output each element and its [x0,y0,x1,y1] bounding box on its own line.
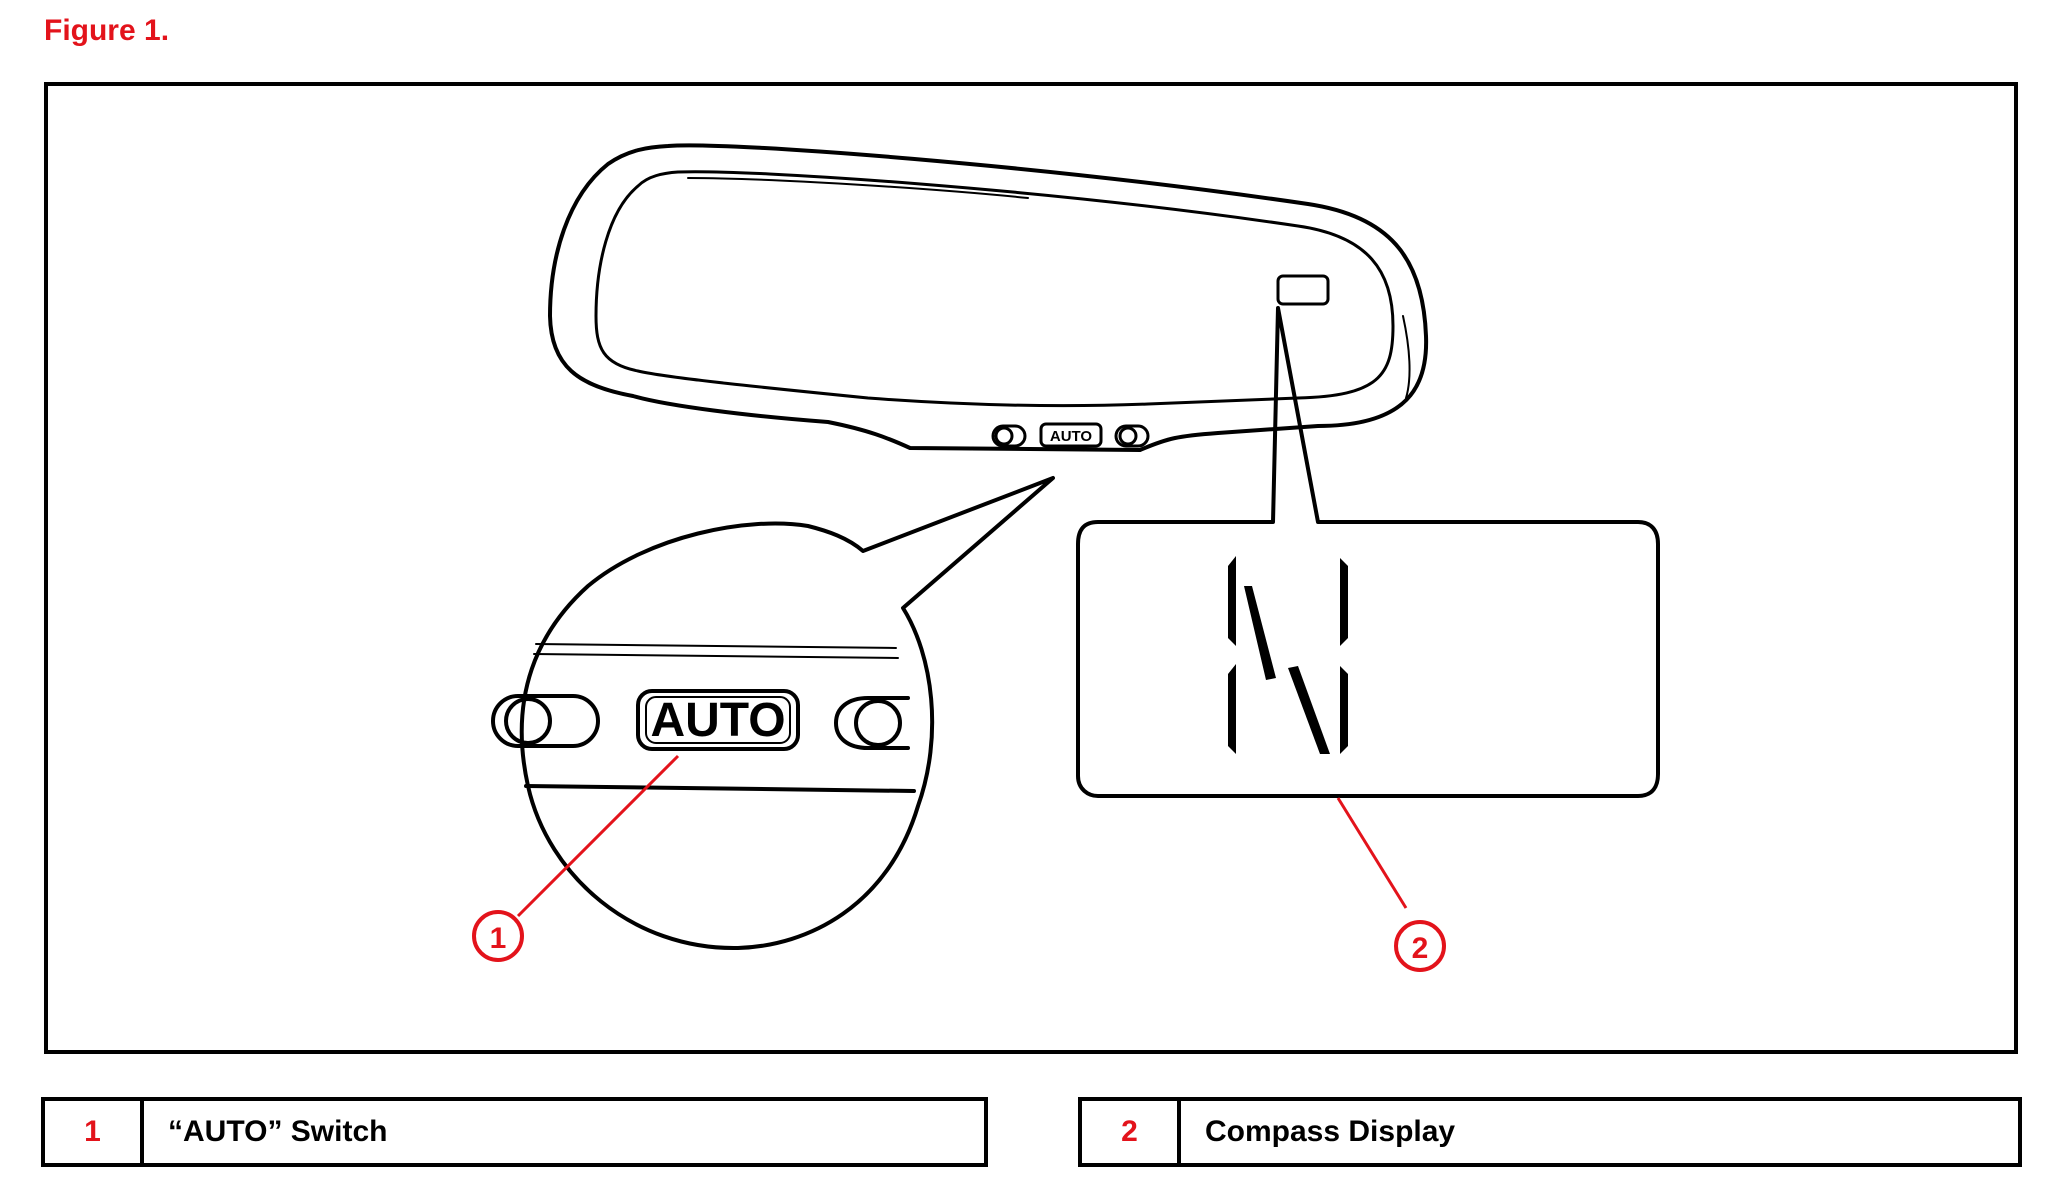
zoom-auto-switch [636,689,800,751]
callout-1-marker: 1 [472,910,524,962]
zoom-left-switch-knob [504,697,552,745]
compass-letter: N [48,86,49,87]
legend-number-2: 2 [1082,1101,1181,1163]
mirror-diagram: AUTO AUTO N 1 2 [48,86,1660,972]
callout-2-marker: 2 [1394,920,1446,972]
mirror-compass-window [1276,274,1330,306]
mirror-side-highlight [1402,315,1411,399]
zoom-right-switch [834,696,910,750]
legend-item-2: 2 Compass Display [1078,1097,2022,1167]
zoom-top-line-2 [533,653,899,659]
diagram-frame: AUTO AUTO N 1 2 [44,82,2018,1054]
legend-label-2: Compass Display [1205,1115,1456,1148]
mirror-outer-outline [548,143,1429,452]
zoom-bubble-outline [519,476,1055,951]
legend-label-1: “AUTO” Switch [168,1115,388,1148]
compass-n-segments [1228,556,1348,754]
callout-1-leader [516,754,680,918]
legend-item-1: 1 “AUTO” Switch [41,1097,988,1167]
mirror-inner-outline [594,170,1395,408]
compass-box-outline [1076,306,1660,798]
legend-number-1: 1 [45,1101,144,1163]
zoom-auto-switch-inner [645,696,791,744]
zoom-auto-text: AUTO [650,694,785,747]
mirror-auto-switch [1039,422,1103,448]
mirror-auto-text: AUTO [1050,428,1093,445]
zoom-top-line-1 [535,643,897,649]
callout-1-number: 1 [490,922,507,955]
figure-title: Figure 1. [44,14,170,47]
zoom-left-switch [491,694,600,748]
mirror-left-switch [991,424,1027,448]
callout-2-leader [1336,797,1408,909]
mirror-glass-highlight [687,177,1029,199]
callout-2-number: 2 [1412,932,1429,965]
mirror-right-switch [1114,424,1150,448]
zoom-bottom-line [524,784,916,793]
mirror-left-switch-knob [994,426,1014,446]
zoom-right-switch-knob [854,699,902,747]
mirror-right-switch-knob [1118,426,1138,446]
